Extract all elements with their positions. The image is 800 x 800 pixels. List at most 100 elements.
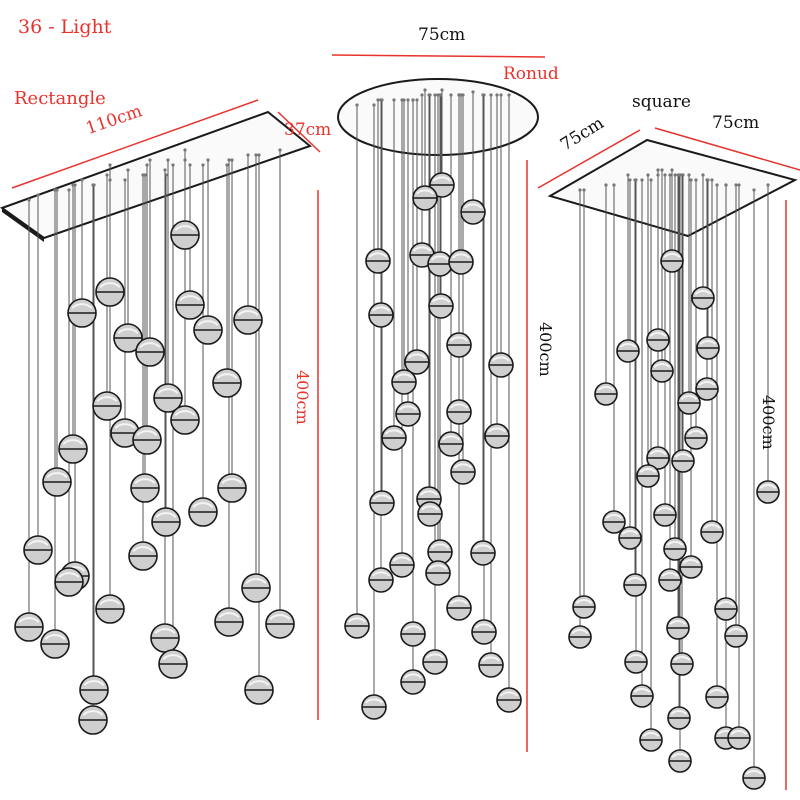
rectangle-height-label: 400cm bbox=[293, 370, 312, 425]
cord-anchor bbox=[668, 173, 672, 177]
pendant-globe bbox=[151, 507, 181, 537]
pendant-globe bbox=[572, 595, 596, 619]
cord-anchor bbox=[582, 188, 586, 192]
pendant-globe bbox=[714, 597, 738, 621]
pendant-globe bbox=[623, 573, 647, 597]
cord-anchor bbox=[141, 173, 145, 177]
rectangle-canopy-edge bbox=[2, 208, 44, 242]
pendant-globe bbox=[67, 298, 97, 328]
pendant-globe bbox=[484, 423, 510, 449]
pendant-globe bbox=[188, 497, 218, 527]
pendant-globe bbox=[193, 315, 223, 345]
cord-anchor bbox=[694, 178, 698, 182]
pendant-globe bbox=[602, 510, 626, 534]
cord-anchor bbox=[188, 163, 192, 167]
cord-anchor bbox=[673, 173, 677, 177]
pendant-globe bbox=[594, 382, 618, 406]
pendant-globe bbox=[150, 623, 180, 653]
pendant-globe bbox=[724, 624, 748, 648]
pendant-globe bbox=[446, 595, 472, 621]
round-diameter-dim bbox=[331, 54, 546, 58]
pendant-globes bbox=[14, 172, 780, 790]
pendant-globe bbox=[395, 401, 421, 427]
cord-anchor bbox=[612, 183, 616, 187]
pendant-globe bbox=[158, 649, 188, 679]
cord-anchor bbox=[499, 93, 503, 97]
cord-anchor bbox=[108, 178, 112, 182]
square-a-dim bbox=[537, 129, 641, 189]
cord-anchor bbox=[400, 98, 404, 102]
rect-length-dim bbox=[11, 99, 259, 189]
pendant-globe bbox=[427, 539, 453, 565]
cord-anchor bbox=[752, 188, 756, 192]
pendant-globe bbox=[450, 459, 476, 485]
pendant-globe bbox=[429, 172, 455, 198]
cord-anchor bbox=[423, 88, 427, 92]
cord-anchor bbox=[705, 178, 709, 182]
cord-anchor bbox=[166, 158, 170, 162]
cord-anchor bbox=[656, 168, 660, 172]
cord-anchor bbox=[225, 163, 229, 167]
square-label: square bbox=[632, 92, 691, 112]
pendant-globe bbox=[646, 446, 670, 470]
pendant-globe bbox=[695, 377, 719, 401]
cord-anchor bbox=[449, 93, 453, 97]
cord-anchor bbox=[183, 148, 187, 152]
cord-anchor bbox=[230, 158, 234, 162]
pendant-globe bbox=[404, 349, 430, 375]
cord-anchor bbox=[440, 88, 444, 92]
pendant-globe bbox=[217, 473, 247, 503]
cord-anchor bbox=[91, 183, 95, 187]
pendant-globe bbox=[412, 185, 438, 211]
cord-anchor bbox=[206, 158, 210, 162]
pendant-globe bbox=[241, 573, 271, 603]
pendant-globe bbox=[471, 619, 497, 645]
pendant-globe bbox=[667, 706, 691, 730]
cord-anchor bbox=[634, 178, 638, 182]
cord-anchor bbox=[433, 93, 437, 97]
cord-anchor bbox=[227, 158, 231, 162]
cord-anchor bbox=[257, 153, 261, 157]
pendant-globe bbox=[233, 305, 263, 335]
round-height-label: 400cm bbox=[536, 322, 555, 377]
pendant-globe bbox=[400, 621, 426, 647]
cord-anchor bbox=[53, 188, 57, 192]
cord-anchor bbox=[495, 93, 499, 97]
cord-anchor bbox=[183, 158, 187, 162]
cord-anchor bbox=[36, 193, 40, 197]
cord-anchor bbox=[640, 178, 644, 182]
dimension-lines bbox=[11, 54, 800, 790]
pendant-globe bbox=[400, 669, 426, 695]
pendant-globe bbox=[79, 675, 109, 705]
cord-anchor bbox=[415, 98, 419, 102]
cord-anchor bbox=[278, 148, 282, 152]
pendant-globe bbox=[671, 449, 695, 473]
cord-anchor bbox=[379, 98, 383, 102]
pendant-globe bbox=[478, 652, 504, 678]
pendant-globe bbox=[265, 609, 295, 639]
cord-anchor bbox=[701, 173, 705, 177]
pendant-globe bbox=[496, 687, 522, 713]
cord-anchor bbox=[678, 173, 682, 177]
pendant-globe bbox=[135, 337, 165, 367]
square-b-dim bbox=[654, 127, 800, 171]
cord-anchor bbox=[145, 163, 149, 167]
pendant-globe bbox=[624, 650, 648, 674]
pendant-globe bbox=[92, 391, 122, 421]
cord-anchor bbox=[689, 178, 693, 182]
pendant-globe bbox=[630, 684, 654, 708]
round-label: Ronud bbox=[503, 64, 559, 84]
cord-anchor bbox=[656, 173, 660, 177]
pendant-globe bbox=[679, 555, 703, 579]
pendant-globe bbox=[40, 629, 70, 659]
cord-anchor bbox=[507, 93, 511, 97]
diagram-title: 36 - Light bbox=[18, 16, 112, 38]
cord-anchor bbox=[649, 178, 653, 182]
cord-anchor bbox=[626, 173, 630, 177]
square-side-b-label: 75cm bbox=[712, 113, 760, 133]
cord-anchor bbox=[734, 183, 738, 187]
pendant-globe bbox=[696, 336, 720, 360]
pendant-globe bbox=[428, 293, 454, 319]
pendant-globe bbox=[214, 607, 244, 637]
